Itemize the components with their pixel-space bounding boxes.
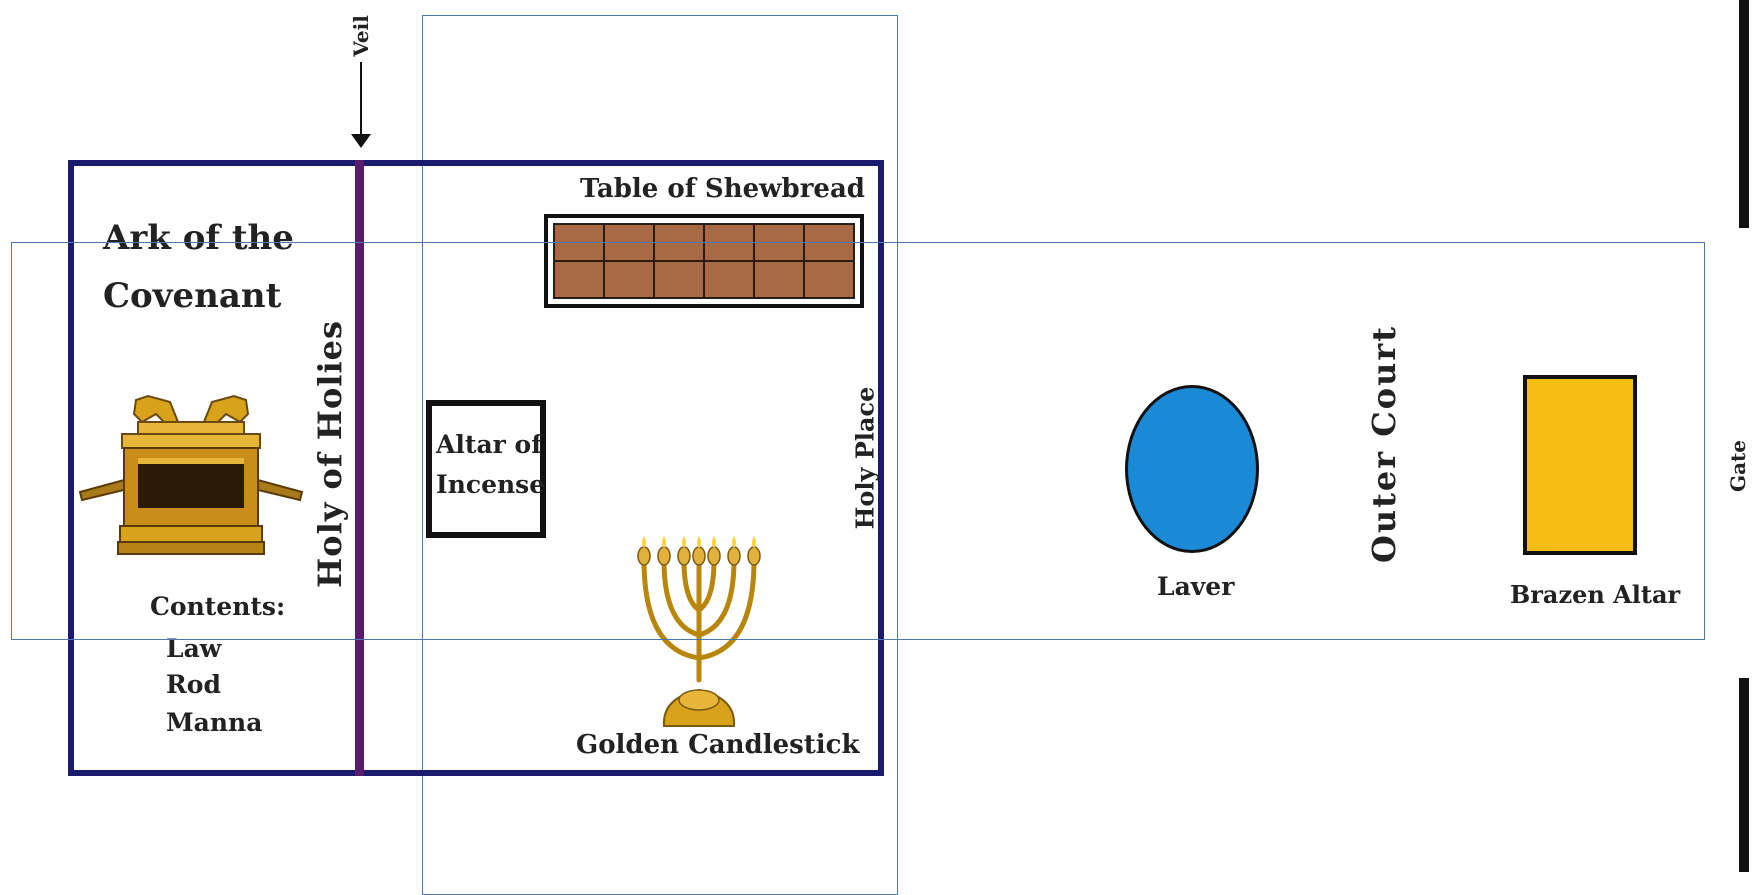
contents-item-rod: Rod	[166, 670, 221, 699]
brazen-altar	[1523, 375, 1637, 555]
gate-label: Gate	[1726, 439, 1750, 493]
arrow-head	[351, 134, 371, 148]
altar-of-incense-label-line2: Incense	[436, 470, 546, 499]
tabernacle-outline	[68, 160, 884, 776]
laver-basin	[1125, 385, 1259, 553]
arrow-down-icon	[360, 62, 362, 144]
shewbread-loaves	[553, 223, 855, 299]
ark-title-line2: Covenant	[103, 276, 282, 316]
gate-post-top	[1739, 0, 1749, 228]
contents-item-manna: Manna	[166, 708, 263, 737]
golden-candlestick-label: Golden Candlestick	[576, 730, 860, 760]
selection-outline-horizontal	[11, 242, 1705, 640]
table-of-shewbread	[544, 214, 864, 308]
table-of-shewbread-label: Table of Shewbread	[580, 174, 865, 204]
contents-item-law: Law	[166, 634, 222, 663]
contents-heading: Contents:	[150, 592, 286, 621]
menorah-icon	[637, 536, 761, 727]
gate-post-bottom	[1739, 678, 1749, 872]
ark-title-line1: Ark of the	[103, 218, 294, 258]
altar-of-incense-label-line1: Altar of	[436, 430, 542, 459]
brazen-altar-label: Brazen Altar	[1510, 580, 1681, 609]
veil-divider	[355, 160, 364, 776]
altar-of-incense	[426, 400, 546, 538]
veil-label: Veil	[349, 15, 373, 57]
laver-label: Laver	[1157, 572, 1235, 601]
ark-of-covenant-icon	[78, 394, 304, 555]
